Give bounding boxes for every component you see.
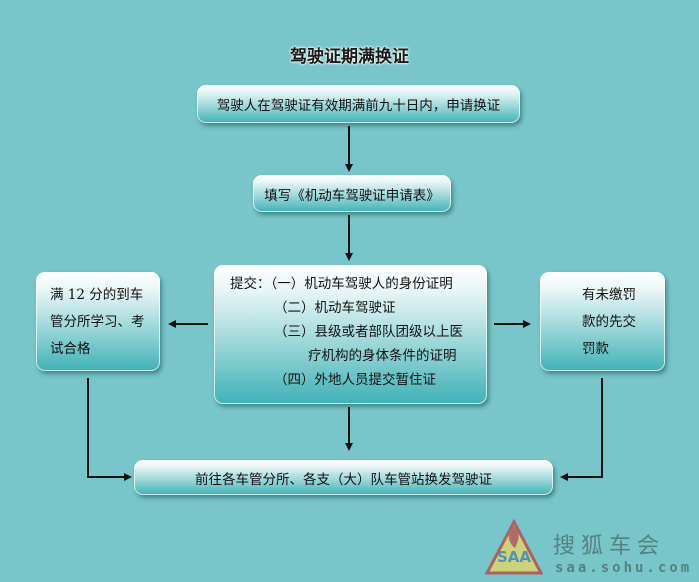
- left-branch-line-1: 满 12 分的到车: [50, 287, 144, 303]
- step-final-box: 前往各车管分所、各支（大）队车管站换发驾驶证: [134, 460, 553, 495]
- left-branch-box: 满 12 分的到车 管分所学习、考 试合格: [36, 272, 160, 371]
- submit-line-4: 疗机构的身体条件的证明: [308, 348, 457, 364]
- watermark-brand: 搜狐车会: [553, 534, 666, 559]
- arrowhead-right-icon: [124, 473, 132, 481]
- arrowhead-left-icon: [560, 473, 568, 481]
- step-apply-text: 驾驶人在驾驶证有效期满前九十日内，申请换证: [216, 98, 501, 114]
- arrowhead-down-icon: [345, 253, 353, 261]
- arrow-apply-to-form: [348, 126, 350, 166]
- right-branch-box: 有未缴罚 款的先交 罚款: [540, 272, 665, 371]
- arrow-left-to-final-vertical: [87, 378, 89, 477]
- saa-logo-icon: SAA: [485, 518, 543, 575]
- step-final-text: 前往各车管分所、各支（大）队车管站换发驾驶证: [195, 471, 492, 488]
- left-branch-line-2: 管分所学习、考: [50, 314, 145, 330]
- step-fill-form-text: 填写《机动车驾驶证申请表》: [264, 187, 440, 204]
- submit-line-5: （四）外地人员提交暂住证: [274, 372, 436, 388]
- right-branch-line-3: 罚款: [582, 341, 609, 357]
- watermark-url: saa.sohu.com: [555, 560, 693, 576]
- submit-line-3: （三）县级或者部队团级以上医: [274, 324, 463, 340]
- arrowhead-left-icon: [168, 320, 176, 328]
- arrow-right-to-final-horizontal: [568, 476, 603, 478]
- arrowhead-down-icon: [345, 164, 353, 172]
- arrow-submit-to-left: [176, 323, 208, 325]
- right-branch-line-2: 款的先交: [582, 314, 636, 330]
- arrowhead-right-icon: [523, 320, 531, 328]
- step-fill-form-box: 填写《机动车驾驶证申请表》: [253, 175, 451, 212]
- right-branch-line-1: 有未缴罚: [582, 287, 636, 303]
- arrow-submit-to-right: [494, 323, 524, 325]
- submit-line-1: 提交：（一）机动车驾驶人的身份证明: [230, 276, 453, 292]
- arrowhead-down-icon: [345, 443, 353, 451]
- svg-text:SAA: SAA: [497, 548, 531, 566]
- diagram-title: 驾驶证期满换证: [290, 47, 409, 67]
- left-branch-line-3: 试合格: [50, 341, 91, 357]
- watermark-logo: SAA 搜狐车会 saa.sohu.com: [485, 510, 695, 580]
- step-submit-box: 提交：（一）机动车驾驶人的身份证明 （二）机动车驾驶证 （三）县级或者部队团级以…: [214, 265, 487, 404]
- step-apply-box: 驾驶人在驾驶证有效期满前九十日内，申请换证: [197, 85, 520, 123]
- arrow-right-to-final-vertical: [601, 378, 603, 477]
- submit-line-2: （二）机动车驾驶证: [274, 300, 396, 316]
- arrow-submit-to-final: [348, 407, 350, 445]
- arrow-form-to-submit: [348, 215, 350, 255]
- arrow-left-to-final-horizontal: [87, 476, 125, 478]
